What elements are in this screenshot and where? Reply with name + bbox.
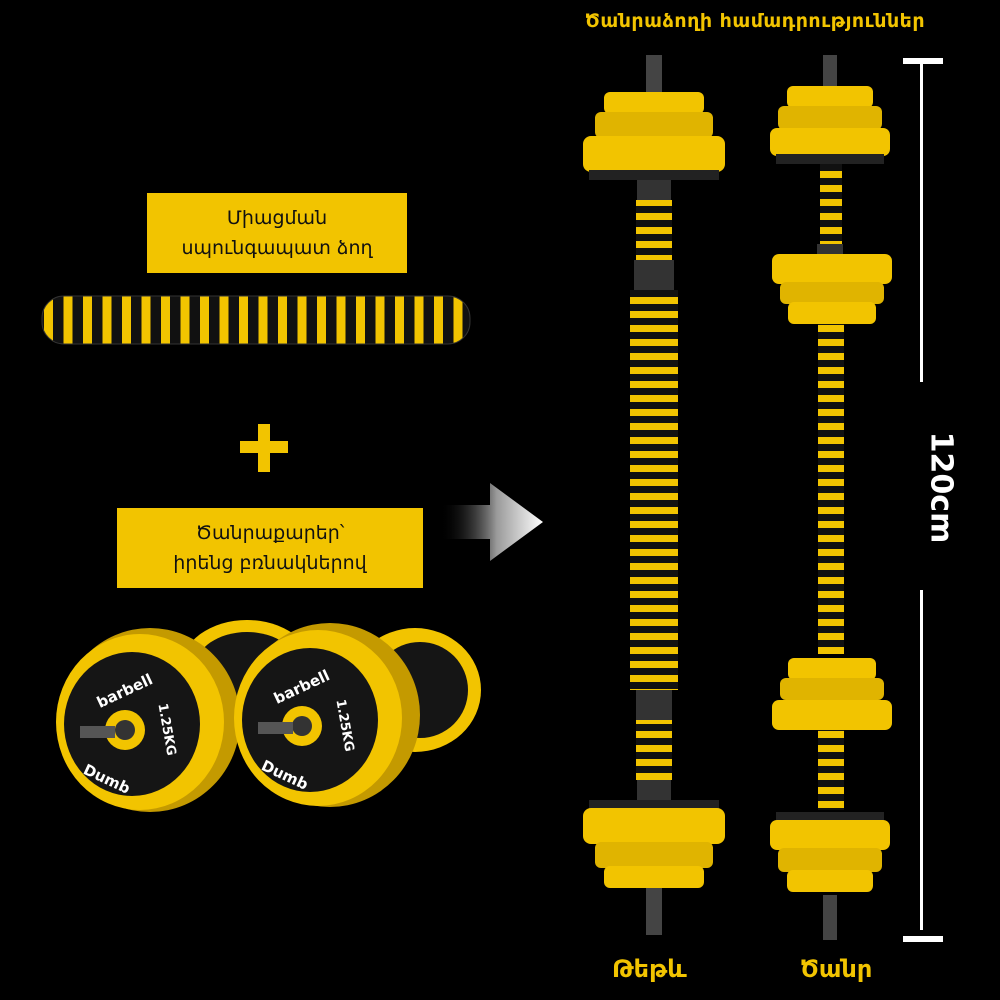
plates-label-line2: իրենց բռնակներով [173,552,367,574]
heavy-barbell-image [770,55,892,940]
plus-icon [240,424,288,472]
dimension-label: 120cm [905,430,958,550]
foam-connector-bar [41,295,471,345]
heavy-label: Ծանր [800,955,873,983]
arrow-right-icon [440,483,543,561]
foam-bar-label: Միացման սպունգապատ ձող [147,193,407,273]
foam-bar-label-line2: սպունգապատ ձող [181,237,373,259]
dimension-line [903,58,943,942]
foam-bar-label-line1: Միացման [226,207,328,229]
light-label: Թեթև [612,955,687,983]
dimension-value: 120cm [923,431,959,544]
page-title: Ծանրաձողի համադրություններ [584,10,926,32]
plates-label-line1: Ծանրաքարեր՝ [195,522,345,544]
light-barbell-image [583,55,725,935]
dumbbell-plates-image [56,620,481,812]
plates-label: Ծանրաքարեր՝ իրենց բռնակներով [117,508,423,588]
